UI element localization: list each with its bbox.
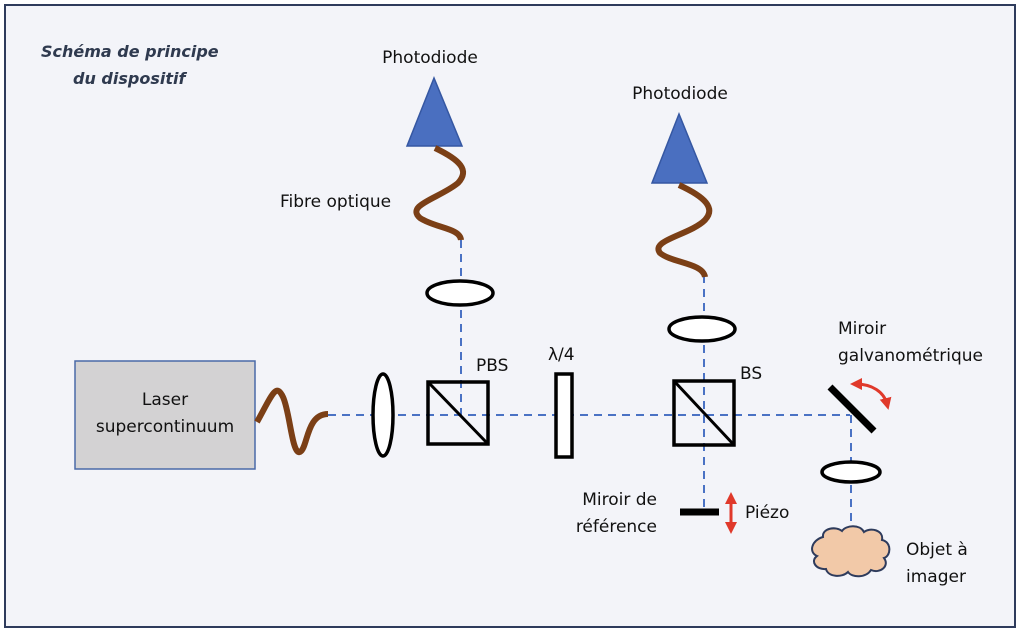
bs-detection-lens [667,315,737,343]
galvo-label-line1: Miroir [838,319,886,339]
right-detection-fiber [655,182,713,279]
galvo-label-line2: galvanométrique [838,346,983,366]
beam-splitter [672,379,736,447]
bs-label: BS [740,364,762,384]
photodiode-left-label: Photodiode [382,48,478,68]
diagram-frame [4,4,1016,628]
laser-fiber [254,387,329,455]
laser-label-line2: supercontinuum [96,417,234,437]
laser-label-line1: Laser [142,390,188,410]
ref-mirror-label-line1: Miroir de [582,490,657,510]
bs-diagonal [672,379,736,447]
polarizing-beam-splitter [426,380,490,446]
pbs-detection-lens [425,279,495,307]
object-label-line1: Objet à [906,540,968,560]
laser-source-box [74,360,256,470]
photodiode-left-icon [405,75,464,147]
galvo-rotation-arrow-icon [850,378,892,410]
quarter-wave-plate [554,372,574,459]
fiber-label: Fibre optique [280,192,391,212]
piezo-label: Piézo [745,503,789,523]
ref-mirror-label-line2: référence [576,517,657,537]
photodiode-right-label: Photodiode [632,84,728,104]
object-to-image [811,525,891,578]
input-lens [371,372,395,458]
sample-objective-lens [820,460,882,484]
object-label-line2: imager [906,567,966,587]
pbs-label: PBS [476,356,508,376]
galvanometric-mirror [827,384,877,434]
photodiode-right-icon [650,111,709,184]
left-detection-fiber [413,145,466,241]
diagram-title-line1: Schéma de principe [41,42,219,61]
diagram-title-line2: du dispositif [73,69,187,88]
quarter-wave-label: λ/4 [548,345,575,365]
pbs-diagonal [426,380,490,446]
